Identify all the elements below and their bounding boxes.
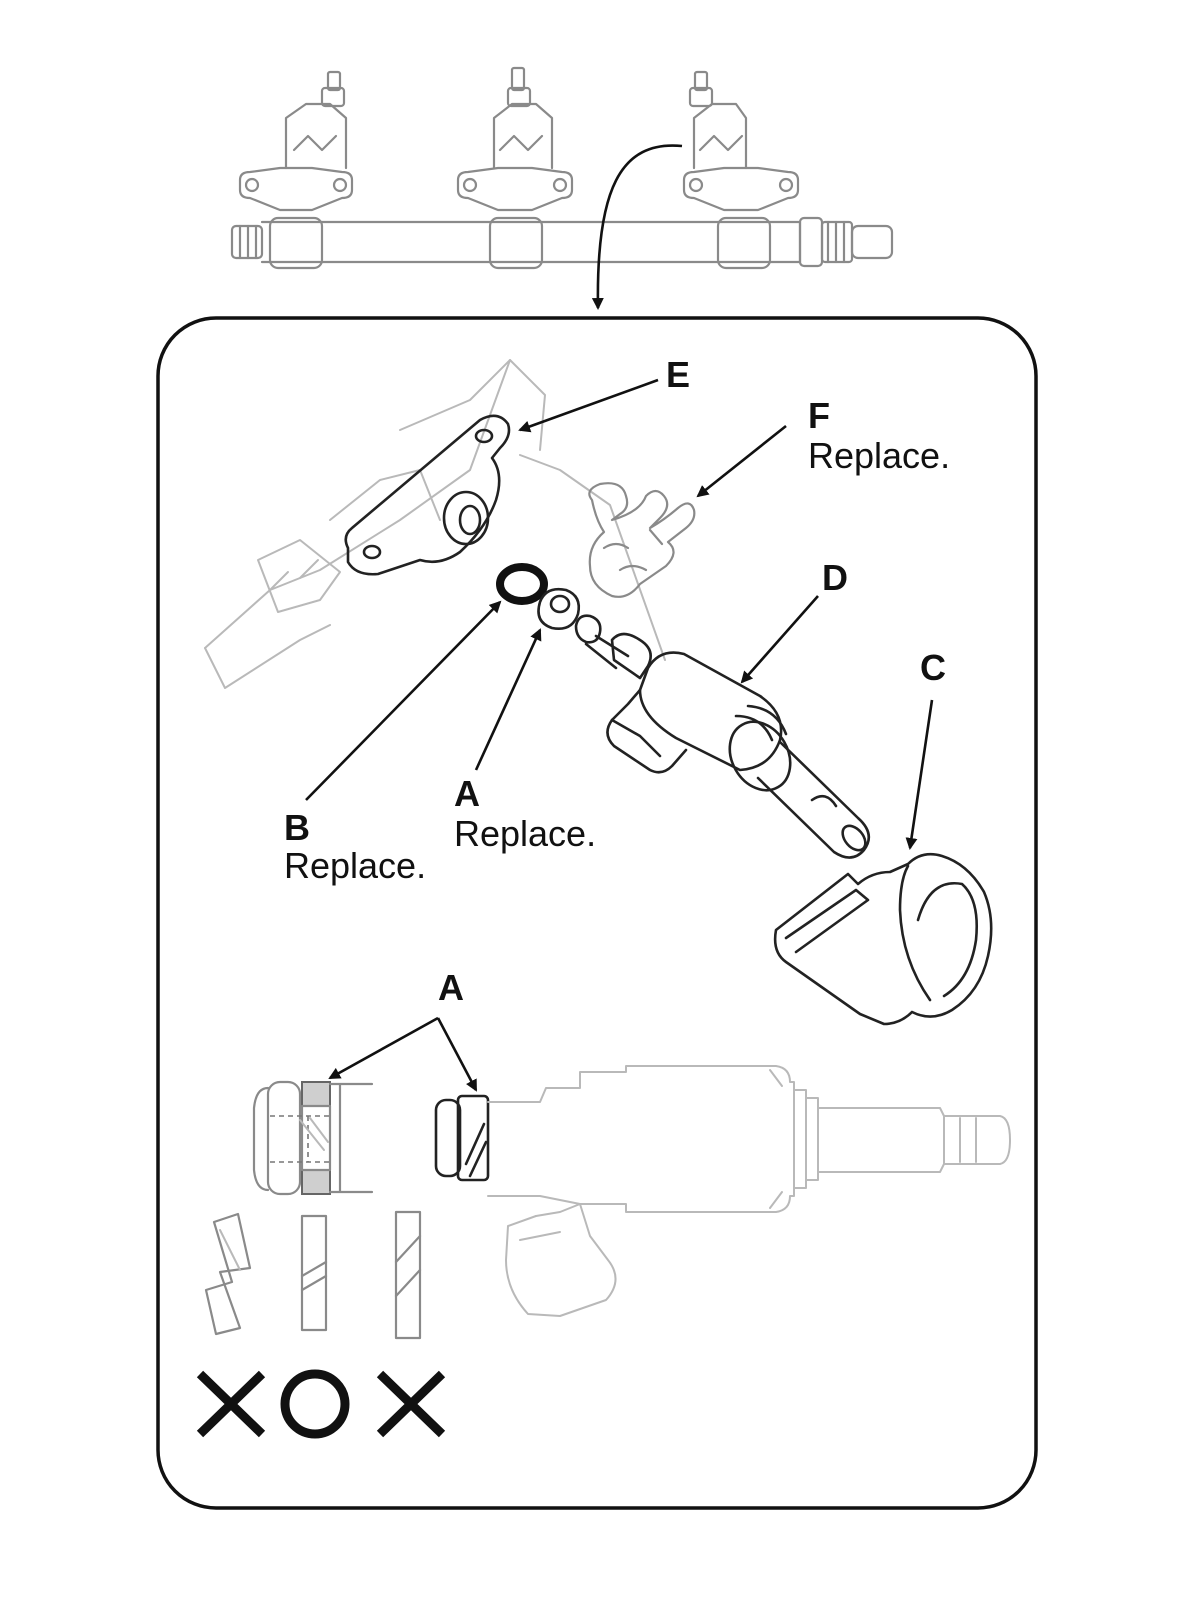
fuel-injector-d [574, 614, 871, 859]
callout-c-letter: C [920, 647, 946, 688]
circle-mark-icon [280, 1369, 350, 1439]
seal-twisted-illustration [204, 1212, 252, 1336]
o-ring-b [496, 563, 548, 605]
callout-e-letter: E [666, 354, 690, 395]
fuel-rail-assembly [230, 66, 894, 310]
callout-f-note: Replace. [808, 435, 950, 476]
ghost-rail-section [204, 359, 666, 689]
callout-b-letter: B [284, 807, 310, 848]
injector-cap-c [773, 852, 993, 1026]
install-comparison [196, 1210, 446, 1439]
x-mark-icon [196, 1370, 266, 1438]
retaining-clip-f [588, 482, 696, 598]
detail-pointer-arrow [591, 144, 683, 310]
rail-injector-3 [682, 70, 800, 270]
callout-d-letter: D [822, 557, 848, 598]
rail-injector-2 [456, 66, 574, 270]
x-mark-icon [376, 1370, 446, 1438]
callout-arrows [305, 378, 934, 1092]
injector-clamp-e [344, 414, 511, 576]
seal-crooked-illustration [394, 1210, 422, 1340]
callout-a-letter: A [454, 773, 480, 814]
callout-f-letter: F [808, 395, 830, 436]
seal-detail-group [252, 1065, 1011, 1317]
seal-correct-illustration [300, 1214, 328, 1332]
rail-injector-1 [238, 70, 354, 270]
detail-frame [156, 316, 1038, 1510]
callout-a-note: Replace. [454, 813, 596, 854]
callout-a-detail-letter: A [438, 967, 464, 1008]
seal-ring-a [537, 587, 581, 630]
callout-b-note: Replace. [284, 845, 426, 886]
